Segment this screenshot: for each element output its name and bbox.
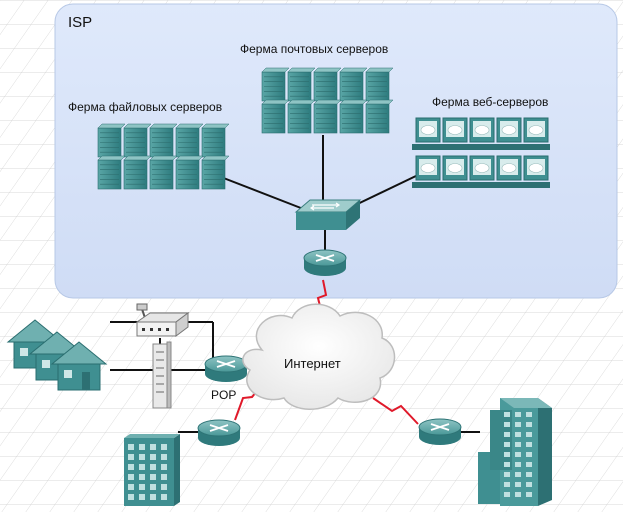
web-server-farm-label: Ферма веб-серверов <box>432 95 549 109</box>
web-server-icon <box>415 117 441 143</box>
web-server-icon <box>442 117 468 143</box>
server-rack-icon <box>123 123 152 158</box>
web-server-icon <box>469 155 495 181</box>
server-rack-icon <box>149 155 178 190</box>
pop-label: POP <box>211 388 237 402</box>
server-rack-icon <box>365 99 394 134</box>
server-rack-icon <box>97 123 126 158</box>
server-rack-icon <box>287 67 316 102</box>
server-rack-icon <box>97 155 126 190</box>
server-rack-icon <box>339 67 368 102</box>
internet-label: Интернет <box>284 356 341 371</box>
web-server-icon <box>415 155 441 181</box>
isp-label: ISP <box>68 14 93 31</box>
file-server-farm <box>97 123 230 190</box>
server-rack-icon <box>201 123 230 158</box>
server-rack-icon <box>313 67 342 102</box>
access-server-icon <box>152 341 172 409</box>
server-rack-icon <box>287 99 316 134</box>
server-rack-icon <box>175 123 204 158</box>
server-rack-icon <box>339 99 368 134</box>
house-icon <box>50 341 108 391</box>
server-rack-icon <box>201 155 230 190</box>
cloud-icon <box>242 303 396 410</box>
web-server-icon <box>496 117 522 143</box>
server-rack-icon <box>261 99 290 134</box>
server-rack-icon <box>175 155 204 190</box>
web-server-icon <box>523 155 549 181</box>
router-icon-pop <box>204 355 248 382</box>
switch-icon <box>294 199 362 230</box>
server-rack-icon <box>261 67 290 102</box>
mail-server-farm <box>261 67 394 134</box>
file-server-farm-label: Ферма файловых серверов <box>68 100 223 114</box>
isp-zone <box>54 3 618 299</box>
server-rack-icon <box>313 99 342 134</box>
router-icon-building-right <box>418 418 462 445</box>
server-rack-icon <box>149 123 178 158</box>
office-tower-icon <box>478 398 552 506</box>
house-icons <box>6 319 108 391</box>
web-server-icon <box>523 117 549 143</box>
router-icon-isp <box>303 249 347 276</box>
web-server-icon <box>469 117 495 143</box>
web-server-farm <box>412 117 550 188</box>
server-rack-icon <box>365 67 394 102</box>
server-rack-icon <box>123 155 152 190</box>
modem-icon <box>135 303 190 337</box>
web-server-icon <box>496 155 522 181</box>
mail-server-farm-label: Ферма почтовых серверов <box>240 42 389 56</box>
web-server-icon <box>442 155 468 181</box>
router-icon-building-left <box>197 419 241 446</box>
office-building-icon <box>124 434 180 506</box>
